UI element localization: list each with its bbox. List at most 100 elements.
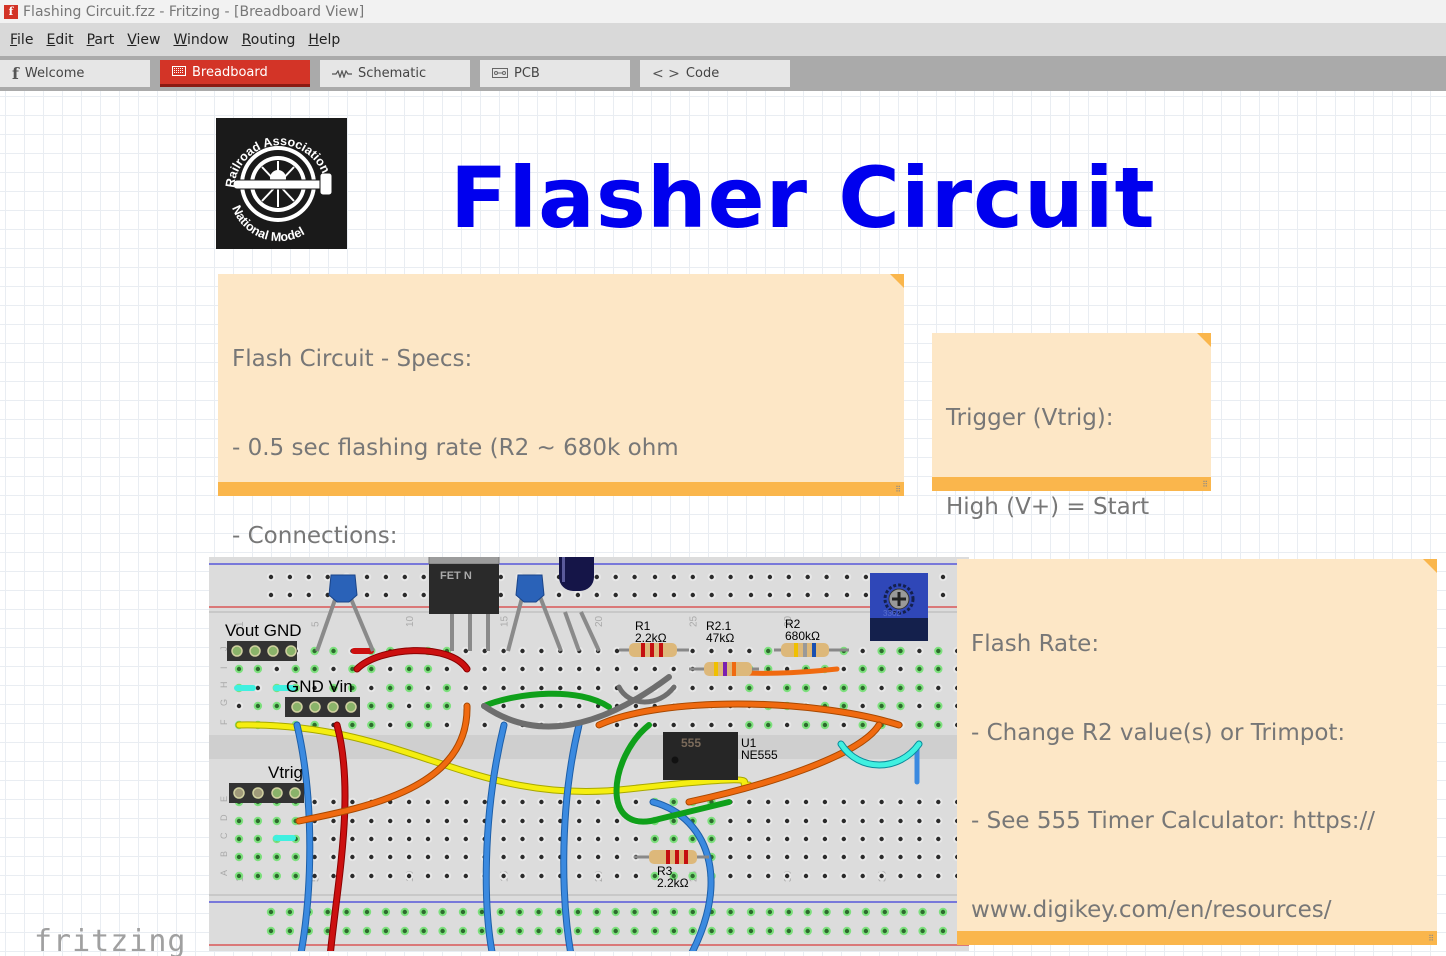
breadboard-hole[interactable]: [537, 852, 546, 862]
breadboard-hole[interactable]: [630, 590, 639, 600]
breadboard-hole[interactable]: [822, 907, 831, 917]
breadboard-hole[interactable]: [765, 926, 775, 936]
breadboard-hole[interactable]: [381, 590, 391, 600]
breadboard-hole[interactable]: [367, 683, 376, 693]
breadboard-hole[interactable]: [726, 590, 735, 600]
breadboard-hole[interactable]: [442, 720, 452, 730]
breadboard-hole[interactable]: [518, 852, 527, 862]
breadboard-hole[interactable]: [707, 646, 716, 656]
breadboard-hole[interactable]: [820, 834, 830, 844]
breadboard-hole[interactable]: [499, 852, 508, 862]
breadboard-hole[interactable]: [782, 834, 792, 844]
breadboard-hole[interactable]: [764, 646, 773, 656]
breadboard-hole[interactable]: [707, 926, 716, 936]
menu-view[interactable]: View: [127, 31, 161, 48]
breadboard-hole[interactable]: [367, 852, 376, 862]
breadboard-hole[interactable]: [461, 871, 470, 881]
breadboard-hole[interactable]: [272, 871, 282, 881]
breadboard-hole[interactable]: [858, 816, 867, 826]
breadboard-hole[interactable]: [423, 852, 433, 862]
breadboard-hole[interactable]: [934, 664, 943, 674]
breadboard-hole[interactable]: [272, 664, 282, 674]
breadboard-hole[interactable]: [612, 852, 622, 862]
breadboard-hole[interactable]: [362, 907, 372, 917]
breadboard-hole[interactable]: [272, 816, 282, 826]
breadboard-hole[interactable]: [518, 646, 527, 656]
breadboard-hole[interactable]: [592, 572, 601, 582]
breadboard-hole[interactable]: [404, 816, 414, 826]
breadboard-hole[interactable]: [877, 834, 886, 844]
breadboard-hole[interactable]: [839, 834, 848, 844]
breadboard-hole[interactable]: [938, 572, 948, 582]
breadboard-hole[interactable]: [782, 797, 792, 807]
breadboard-hole[interactable]: [400, 590, 410, 600]
breadboard-hole[interactable]: [575, 664, 584, 674]
breadboard-hole[interactable]: [650, 926, 660, 936]
breadboard-hole[interactable]: [669, 871, 678, 881]
breadboard-hole[interactable]: [348, 816, 357, 826]
breadboard-hole[interactable]: [746, 907, 756, 917]
breadboard-hole[interactable]: [896, 834, 905, 844]
breadboard-hole[interactable]: [820, 683, 830, 693]
breadboard-hole[interactable]: [499, 816, 508, 826]
breadboard-hole[interactable]: [499, 664, 508, 674]
wire-green-2[interactable]: [613, 722, 732, 825]
breadboard-hole[interactable]: [329, 797, 338, 807]
breadboard-hole[interactable]: [877, 797, 886, 807]
breadboard-hole[interactable]: [423, 664, 433, 674]
breadboard-hole[interactable]: [592, 926, 601, 936]
resistor-r2-1[interactable]: [689, 662, 759, 676]
breadboard-hole[interactable]: [726, 871, 735, 881]
breadboard-hole[interactable]: [386, 701, 395, 711]
breadboard-hole[interactable]: [593, 664, 603, 674]
breadboard-hole[interactable]: [573, 590, 583, 600]
breadboard-hole[interactable]: [310, 683, 319, 693]
breadboard-hole[interactable]: [253, 664, 263, 674]
breadboard-hole[interactable]: [367, 816, 376, 826]
breadboard-hole[interactable]: [839, 720, 848, 730]
breadboard-hole[interactable]: [575, 816, 584, 826]
breadboard-hole[interactable]: [764, 720, 773, 730]
breadboard-hole[interactable]: [726, 907, 735, 917]
breadboard-hole[interactable]: [915, 664, 924, 674]
breadboard-hole[interactable]: [938, 907, 948, 917]
breadboard-hole[interactable]: [822, 590, 831, 600]
breadboard-hole[interactable]: [253, 871, 263, 881]
breadboard-hole[interactable]: [938, 590, 948, 600]
breadboard-hole[interactable]: [480, 683, 489, 693]
breadboard-hole[interactable]: [934, 816, 943, 826]
breadboard-hole[interactable]: [612, 816, 622, 826]
breadboard-hole[interactable]: [423, 871, 433, 881]
tab-pcb[interactable]: PCB: [480, 60, 630, 87]
breadboard-hole[interactable]: [669, 590, 679, 600]
breadboard-hole[interactable]: [934, 871, 943, 881]
breadboard-hole[interactable]: [688, 926, 697, 936]
breadboard-hole[interactable]: [877, 816, 886, 826]
breadboard-hole[interactable]: [537, 871, 546, 881]
breadboard-hole[interactable]: [858, 683, 867, 693]
breadboard-hole[interactable]: [822, 572, 831, 582]
breadboard-hole[interactable]: [518, 816, 527, 826]
wire-gray-1[interactable]: [481, 674, 672, 730]
breadboard-hole[interactable]: [861, 572, 871, 582]
breadboard-hole[interactable]: [285, 590, 295, 600]
breadboard-hole[interactable]: [423, 834, 433, 844]
breadboard-hole[interactable]: [915, 852, 924, 862]
breadboard-hole[interactable]: [592, 907, 601, 917]
breadboard-hole[interactable]: [842, 907, 852, 917]
wire-cyan-core[interactable]: [838, 741, 922, 768]
breadboard-hole[interactable]: [499, 683, 508, 693]
breadboard-hole[interactable]: [896, 664, 905, 674]
breadboard-hole[interactable]: [782, 871, 792, 881]
breadboard-hole[interactable]: [537, 816, 546, 826]
breadboard-hole[interactable]: [746, 590, 756, 600]
breadboard-hole[interactable]: [611, 907, 620, 917]
breadboard-hole[interactable]: [764, 816, 773, 826]
breadboard-hole[interactable]: [499, 797, 508, 807]
breadboard-hole[interactable]: [442, 852, 452, 862]
breadboard-hole[interactable]: [329, 816, 338, 826]
breadboard-hole[interactable]: [765, 590, 775, 600]
nmra-logo[interactable]: Railroad Association National Model: [216, 118, 347, 249]
breadboard-hole[interactable]: [348, 852, 357, 862]
wire-blue-4-core[interactable]: [650, 799, 714, 951]
